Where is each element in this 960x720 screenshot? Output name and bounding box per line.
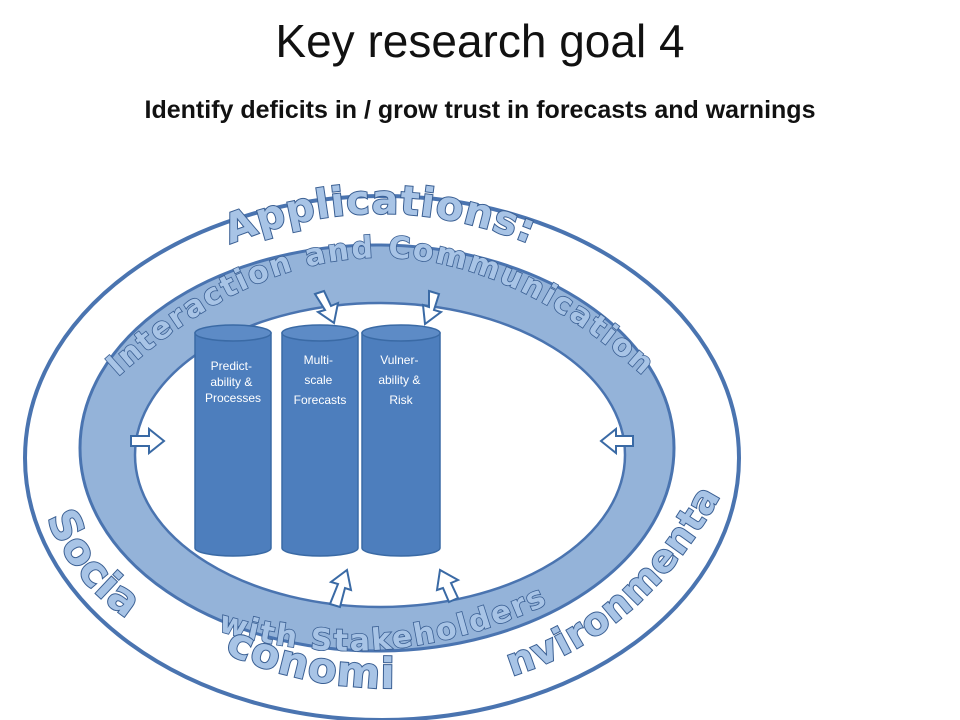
svg-text:Predict- ability &: Predict- ability & Processes [205, 359, 261, 405]
cylinder-predictability: Predict- ability & Processes [194, 324, 272, 557]
arrow-down-icon [421, 289, 444, 326]
cylinder-multiscale-line-3: Forecasts [294, 393, 347, 407]
arrow-up-icon [435, 568, 461, 604]
slide-subtitle: Identify deficits in / grow trust in for… [144, 96, 816, 124]
cylinder-predictability-line-2: ability & [210, 375, 252, 389]
arrow-down-icon [313, 289, 340, 325]
cylinder-predictability-line-1: Predict- [211, 359, 252, 373]
cylinder-predictability-line-3: Processes [205, 391, 261, 405]
arrow-right-icon [130, 426, 166, 456]
arrow-left-icon [599, 426, 634, 456]
cylinder-vulnerability-line-3: Risk [389, 393, 413, 407]
slide-title: Key research goal 4 [275, 15, 685, 67]
cylinder-multiscale-line-2: scale [304, 373, 332, 387]
cylinder-vulnerability-line-1: Vulner- [380, 353, 418, 367]
cylinder-vulnerability: Vulner- ability & Risk [361, 324, 441, 557]
svg-text:Multi- scale Forec: Multi- scale Forecasts [294, 353, 347, 407]
cylinder-multiscale: Multi- scale Forecasts [281, 324, 359, 557]
arrow-up-icon [328, 568, 353, 609]
cylinder-multiscale-line-1: Multi- [304, 353, 333, 367]
svg-text:Vulner- ability &: Vulner- ability & Risk [378, 353, 423, 407]
cylinder-vulnerability-line-2: ability & [378, 373, 420, 387]
